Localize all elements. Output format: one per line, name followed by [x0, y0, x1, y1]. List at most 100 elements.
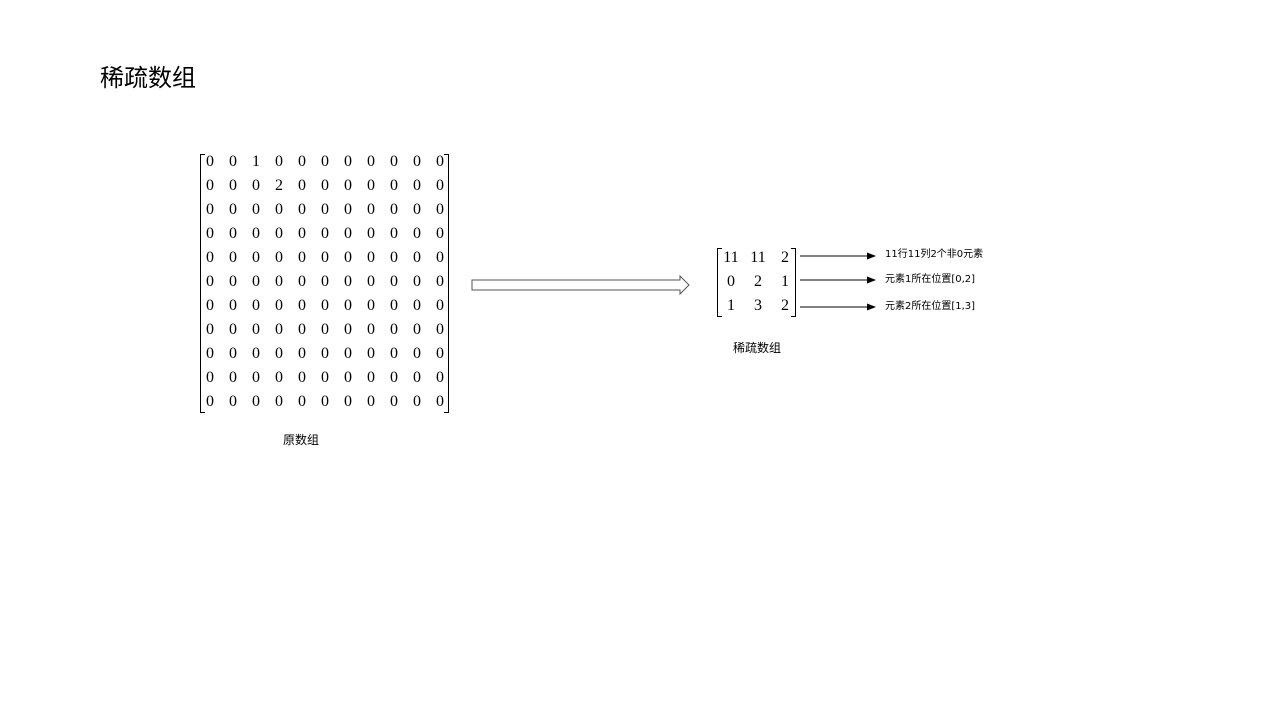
sparse-matrix-caption: 稀疏数组 [733, 341, 782, 355]
matrix-cell: 0 [275, 369, 283, 386]
matrix-cell: 0 [252, 369, 260, 386]
matrix-cell: 0 [367, 345, 375, 362]
matrix-cell: 0 [252, 201, 260, 218]
matrix-cell: 0 [321, 369, 329, 386]
matrix-cell: 2 [781, 249, 789, 266]
matrix-cell: 0 [436, 153, 444, 170]
matrix-cell: 0 [344, 249, 352, 266]
matrix-cell: 0 [413, 393, 421, 410]
matrix-cell: 0 [367, 201, 375, 218]
matrix-cell: 0 [229, 153, 237, 170]
matrix-cell: 0 [321, 321, 329, 338]
matrix-cell: 0 [344, 153, 352, 170]
matrix-cell: 0 [344, 393, 352, 410]
matrix-cell: 0 [321, 177, 329, 194]
matrix-cell: 0 [275, 153, 283, 170]
matrix-cell: 0 [436, 369, 444, 386]
matrix-cell: 1 [781, 273, 789, 290]
matrix-cell: 0 [390, 225, 398, 242]
matrix-cell: 0 [367, 321, 375, 338]
matrix-cell: 0 [321, 345, 329, 362]
matrix-cell: 0 [229, 177, 237, 194]
matrix-cell: 0 [413, 177, 421, 194]
matrix-cell: 0 [298, 153, 306, 170]
matrix-cell: 0 [413, 321, 421, 338]
matrix-cell: 0 [436, 297, 444, 314]
matrix-cell: 0 [275, 393, 283, 410]
matrix-cell: 3 [754, 297, 762, 314]
matrix-cell: 0 [367, 177, 375, 194]
matrix-cell: 0 [390, 201, 398, 218]
transform-arrow [471, 274, 690, 296]
page-title: 稀疏数组 [100, 64, 196, 92]
matrix-left-bracket [200, 154, 205, 413]
matrix-cell: 0 [298, 249, 306, 266]
matrix-cell: 0 [344, 345, 352, 362]
matrix-cell: 0 [413, 249, 421, 266]
matrix-cell: 0 [229, 201, 237, 218]
matrix-cell: 0 [344, 177, 352, 194]
original-matrix-caption: 原数组 [283, 433, 320, 447]
note-element-2-position: 元素2所在位置[1,3] [885, 301, 976, 312]
matrix-cell: 0 [390, 273, 398, 290]
matrix-cell: 0 [413, 345, 421, 362]
matrix-cell: 0 [390, 177, 398, 194]
matrix-cell: 0 [206, 369, 214, 386]
matrix-cell: 2 [275, 177, 283, 194]
matrix-cell: 0 [252, 297, 260, 314]
matrix-cell: 0 [206, 297, 214, 314]
matrix-cell: 2 [781, 297, 789, 314]
note-element-1-position: 元素1所在位置[0,2] [885, 274, 976, 285]
matrix-cell: 0 [413, 369, 421, 386]
matrix-cell: 0 [436, 249, 444, 266]
matrix-cell: 0 [344, 225, 352, 242]
matrix-cell: 0 [367, 393, 375, 410]
matrix-cell: 0 [275, 225, 283, 242]
matrix-cell: 0 [390, 345, 398, 362]
matrix-cell: 0 [321, 393, 329, 410]
matrix-cell: 0 [275, 297, 283, 314]
matrix-cell: 0 [298, 369, 306, 386]
matrix-right-bracket [791, 248, 796, 317]
matrix-cell: 0 [275, 249, 283, 266]
matrix-cell: 0 [321, 297, 329, 314]
matrix-cell: 0 [206, 201, 214, 218]
matrix-cell: 0 [252, 225, 260, 242]
matrix-cell: 0 [321, 153, 329, 170]
matrix-cell: 0 [344, 321, 352, 338]
matrix-cell: 0 [206, 321, 214, 338]
matrix-cell: 0 [436, 321, 444, 338]
matrix-cell: 0 [229, 393, 237, 410]
matrix-cell: 0 [436, 273, 444, 290]
matrix-cell: 0 [390, 321, 398, 338]
matrix-cell: 0 [252, 177, 260, 194]
matrix-right-bracket [444, 154, 449, 413]
matrix-cell: 0 [229, 345, 237, 362]
matrix-cell: 0 [206, 393, 214, 410]
matrix-cell: 0 [413, 153, 421, 170]
matrix-cell: 0 [413, 297, 421, 314]
matrix-cell: 0 [206, 153, 214, 170]
matrix-cell: 0 [390, 153, 398, 170]
matrix-cell: 0 [727, 273, 735, 290]
note-arrow-3-head [867, 303, 876, 311]
matrix-cell: 0 [206, 249, 214, 266]
matrix-cell: 0 [252, 273, 260, 290]
matrix-cell: 0 [298, 345, 306, 362]
note-dimensions: 11行11列2个非0元素 [885, 249, 984, 260]
matrix-cell: 0 [436, 177, 444, 194]
matrix-cell: 0 [275, 201, 283, 218]
note-arrow-1-head [867, 252, 876, 260]
matrix-cell: 0 [344, 297, 352, 314]
matrix-cell: 0 [229, 273, 237, 290]
matrix-cell: 0 [436, 201, 444, 218]
matrix-cell: 0 [252, 345, 260, 362]
matrix-cell: 0 [390, 393, 398, 410]
matrix-cell: 0 [436, 393, 444, 410]
matrix-cell: 0 [206, 177, 214, 194]
matrix-cell: 0 [321, 225, 329, 242]
matrix-cell: 0 [206, 345, 214, 362]
matrix-cell: 0 [367, 249, 375, 266]
